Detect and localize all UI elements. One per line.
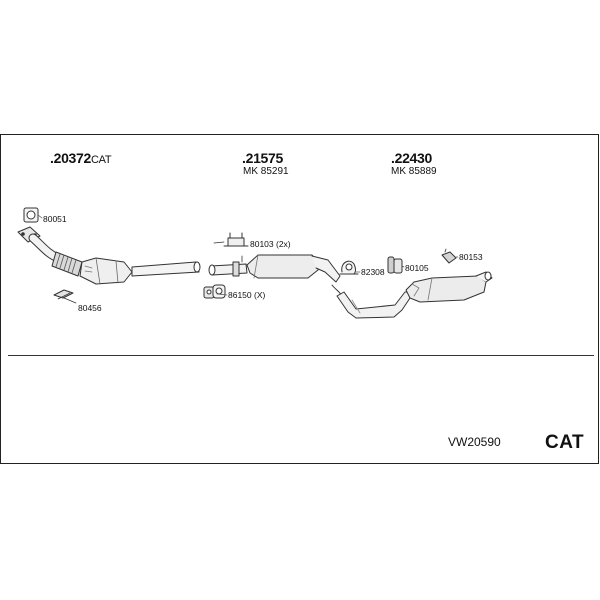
type-label: CAT (545, 432, 585, 453)
part-label-80153: 80153 (459, 252, 483, 262)
part-label-82308: 82308 (361, 267, 385, 277)
hanger-86150-icon (203, 284, 226, 299)
section-middle-mk: MK 85291 (243, 166, 289, 177)
connector-tube-icon (208, 255, 248, 277)
leader-lines (37, 214, 459, 296)
clamp-82308-icon (339, 260, 359, 275)
clamp-80103-icon (213, 232, 249, 247)
diagram-frame (0, 134, 599, 464)
hanger-80153-icon (441, 248, 457, 264)
part-label-80456: 80456 (78, 303, 102, 313)
gasket-80051-icon (23, 207, 39, 223)
rear-silencer-icon (336, 271, 493, 319)
hanger-80105-icon (387, 256, 403, 274)
section-middle-part-number: .21575 (242, 150, 284, 166)
part-label-86150: 86150 (X) (228, 290, 266, 300)
front-pipe-catalytic-converter-icon (17, 226, 201, 304)
middle-silencer-icon (246, 254, 343, 297)
diagram-divider (8, 355, 594, 356)
kit-code: VW20590 (448, 435, 501, 449)
part-label-80105: 80105 (405, 263, 429, 273)
part-label-80051: 80051 (43, 214, 67, 224)
part-label-80103: 80103 (2x) (250, 239, 291, 249)
section-rear-part-number: .22430 (391, 150, 433, 166)
section-front-part-number: .20372CAT (50, 150, 112, 166)
section-rear-mk: MK 85889 (391, 166, 437, 177)
